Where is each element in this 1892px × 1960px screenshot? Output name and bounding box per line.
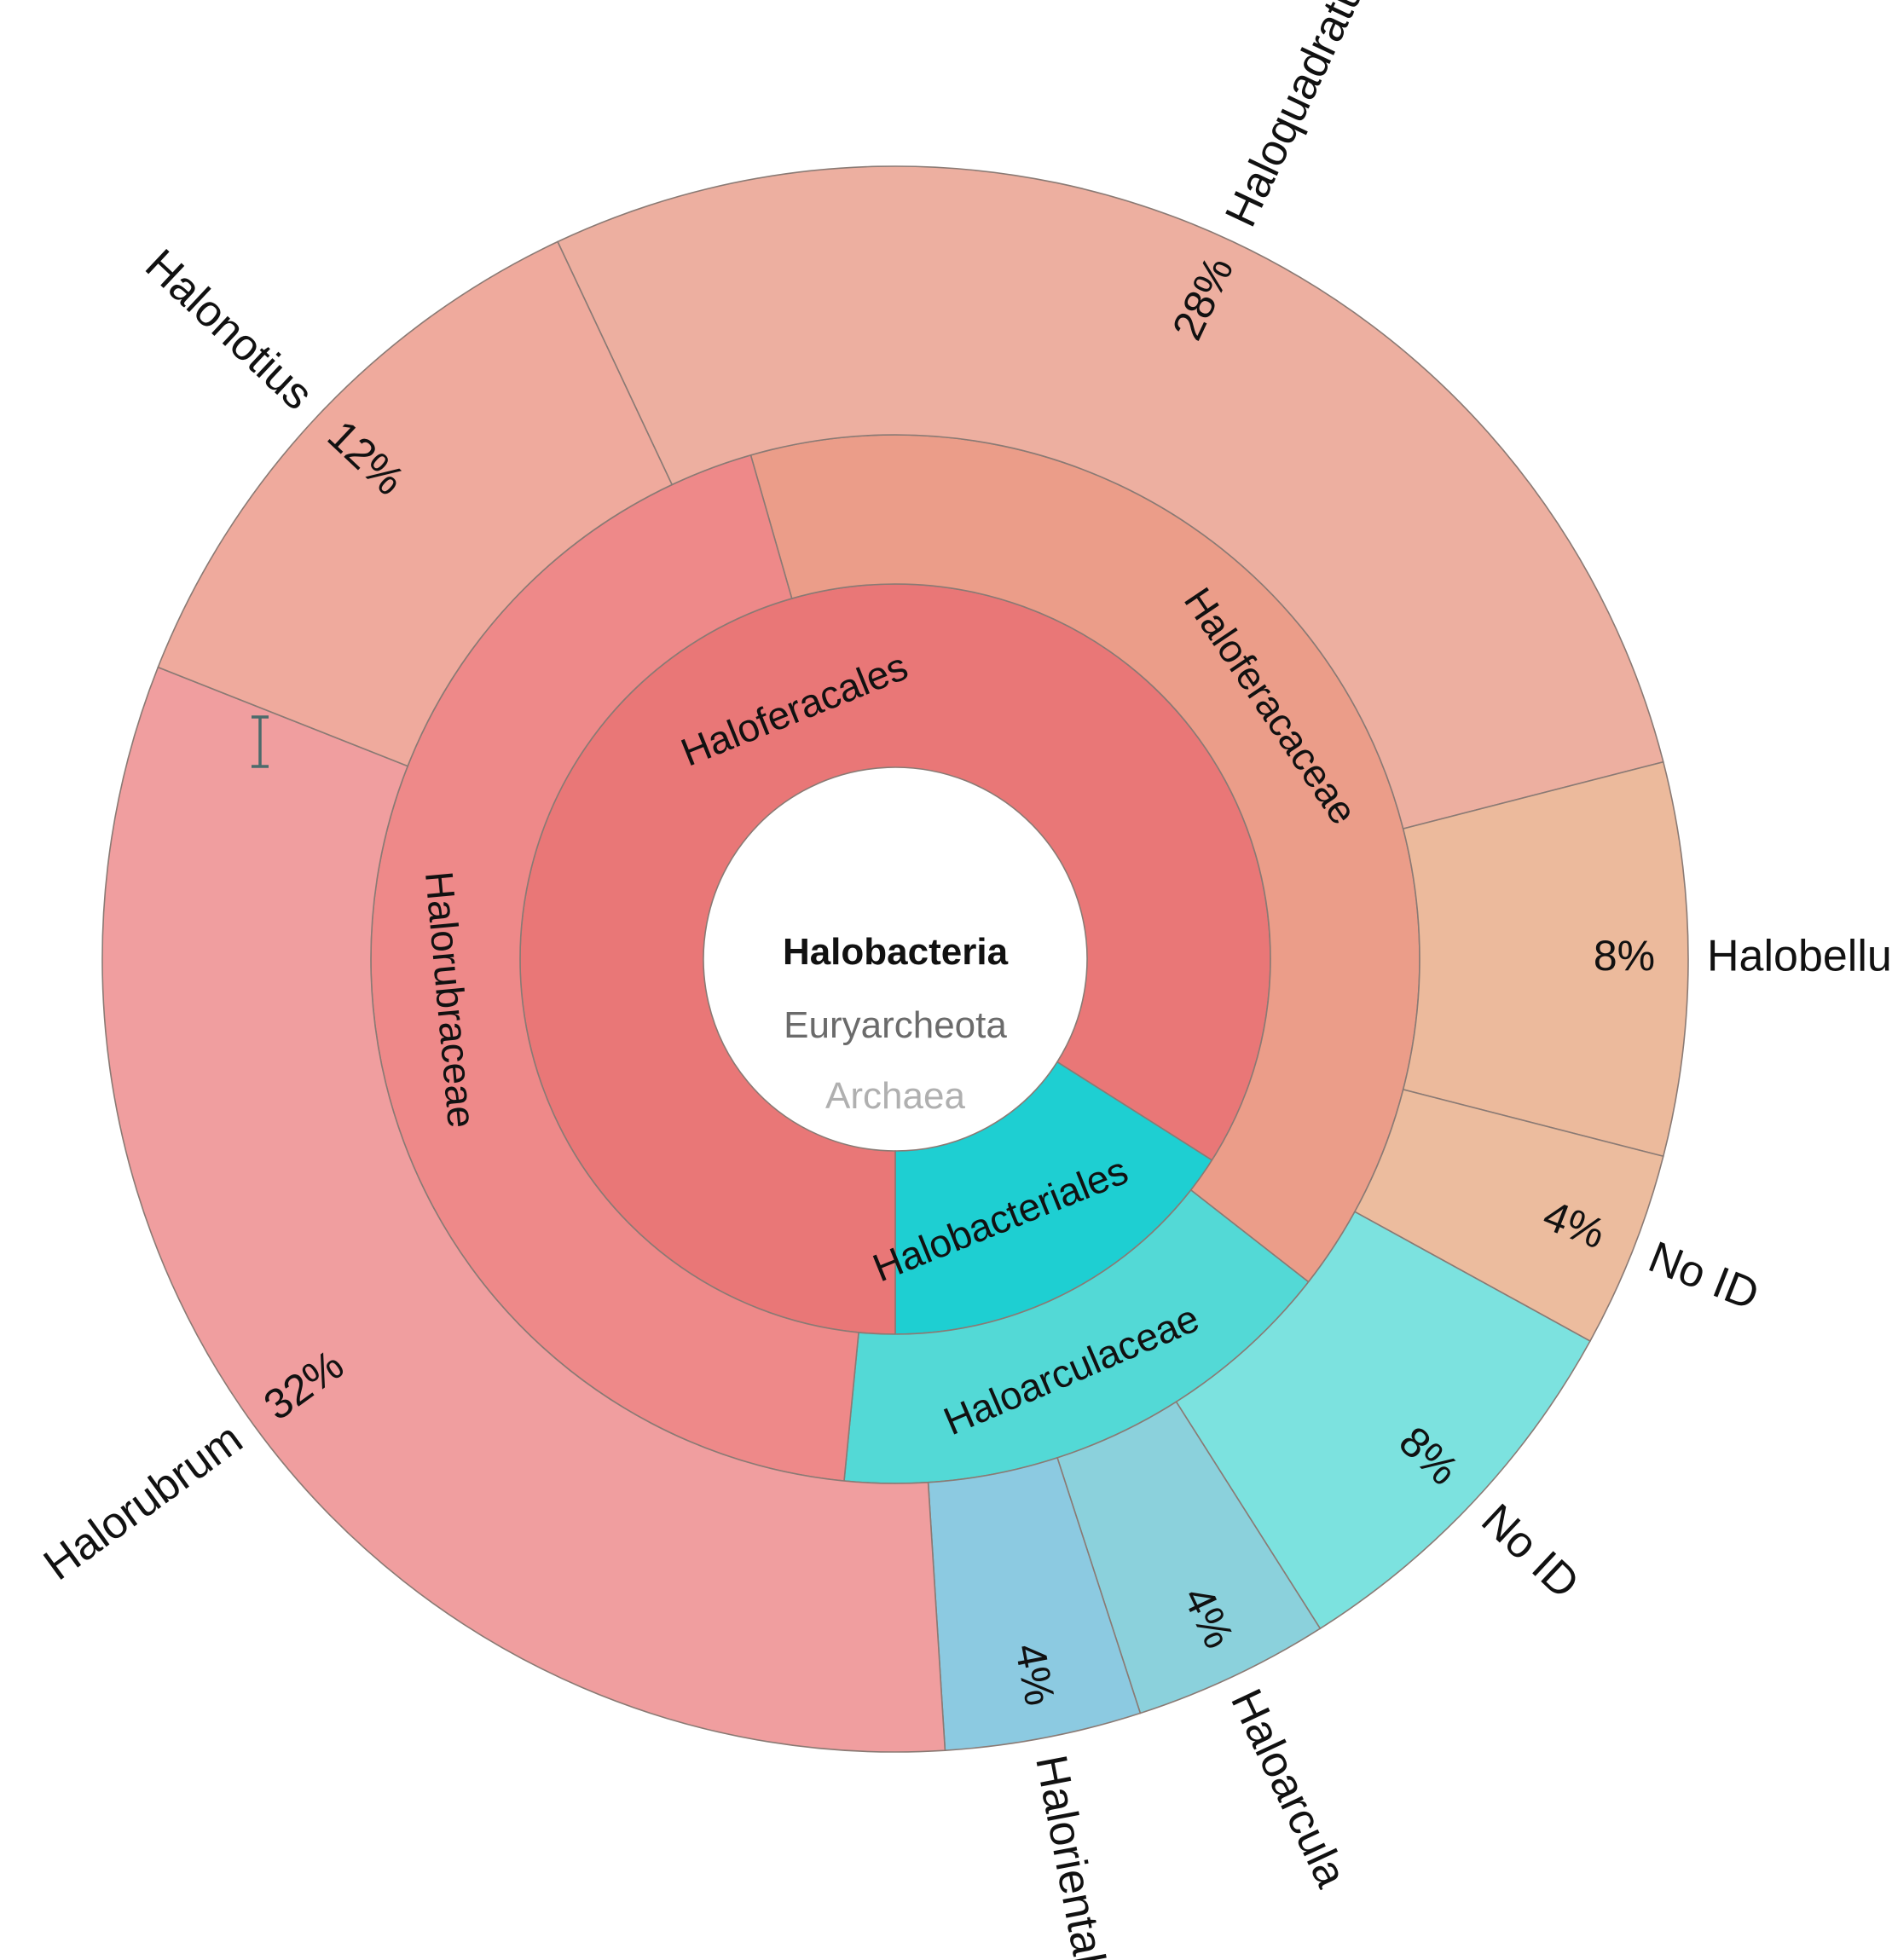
wedge-genus-halorubrum-halorubraceae <box>101 666 946 1753</box>
genus-pct-halobellus-haloferacaceae: 8% <box>1594 932 1655 980</box>
genus-name-halorientalis-haloarculaceae: Halorientalis <box>1026 1751 1120 1960</box>
genus-name-halonotius-halorubraceae: Halonotius <box>136 240 322 419</box>
center-subtitle-2: Archaea <box>825 1075 965 1117</box>
genus-name-no-id-haloferacaceae: No ID <box>1642 1232 1766 1320</box>
center-subtitle: Euryarcheota <box>784 1004 1007 1046</box>
genus-name-no-id-haloarculaceae: No ID <box>1472 1495 1588 1608</box>
genus-name-halobellus-haloferacaceae: Halobellus <box>1707 932 1892 981</box>
wedge-layer <box>101 165 1689 1753</box>
genus-name-haloarcula-haloarculaceae: Haloarcula <box>1221 1682 1356 1895</box>
center-label: Halobacteria Euryarcheota Archaea <box>783 931 1009 1117</box>
wedge-genus-halonotius-halorubraceae <box>157 240 674 767</box>
genus-pct-halorientalis-haloarculaceae: 4% <box>1006 1639 1065 1708</box>
wedge-genus-haloquadratum-haloferacaceae <box>556 165 1664 830</box>
genus-name-haloquadratum-haloferacaceae: Haloquadratum <box>1216 0 1390 234</box>
center-title: Halobacteria <box>783 931 1009 973</box>
genus-name-halorubrum-halorubraceae: Halorubrum <box>35 1414 252 1590</box>
text-cursor-icon <box>252 715 269 768</box>
